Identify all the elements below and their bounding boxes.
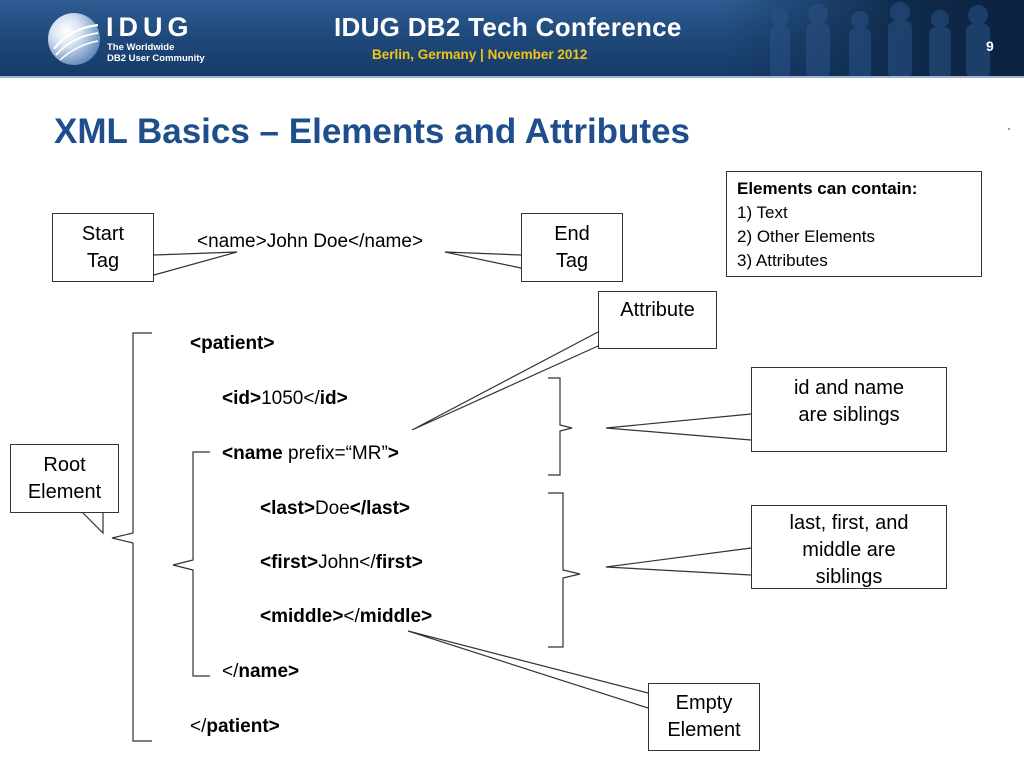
id-name-siblings-line-2: are siblings [798, 404, 900, 426]
last-open-tag: <last> [260, 498, 315, 519]
id-name-sibling-brace [548, 377, 573, 476]
empty-element-label-line-1: Empty [675, 692, 733, 714]
contain-heading: Elements can contain: [737, 179, 918, 198]
xml-patient-close-line: </patient> [190, 716, 280, 738]
id-name-siblings-line-1: id and name [793, 377, 905, 399]
empty-element-callout: Empty Element [648, 683, 760, 751]
child-siblings-line-2: middle are [802, 539, 896, 561]
name-element-example: <name>John Doe</name> [197, 231, 424, 252]
end-tag-label-line-1: End [554, 223, 590, 245]
id-value: 1050 [261, 388, 304, 409]
first-close-tag: first> [375, 552, 423, 573]
root-element-callout: Root Element [10, 444, 119, 513]
logo-subtitle-line-1: The Worldwide [107, 42, 175, 53]
end-tag-pointer [444, 251, 522, 269]
empty-element-pointer [407, 630, 649, 709]
start-tag-label-line-1: Start [81, 223, 125, 245]
idug-globe-logo-icon [48, 13, 100, 65]
name-close-tag: name> [238, 661, 300, 682]
name-element-brace [172, 451, 210, 677]
start-tag-callout: Start Tag [52, 213, 154, 282]
first-close-lt: </ [359, 552, 376, 573]
start-tag-pointer [153, 251, 238, 276]
name-close-lt: </ [222, 661, 239, 682]
root-element-pointer [81, 511, 104, 535]
conference-title: IDUG DB2 Tech Conference [334, 12, 682, 42]
attribute-pointer [411, 331, 599, 431]
middle-close-lt: </ [343, 606, 360, 627]
root-element-brace [111, 332, 152, 742]
id-close-tag: id> [319, 388, 348, 409]
name-open-gt: > [387, 443, 399, 464]
name-open-tag: <name [222, 443, 283, 464]
child-siblings-line-1: last, first, and [789, 512, 909, 534]
id-close-lt: </ [303, 388, 320, 409]
banner-divider [0, 76, 1024, 78]
slide-title: XML Basics – Elements and Attributes [54, 112, 691, 151]
start-tag-label-line-2: Tag [86, 250, 120, 272]
root-element-label-line-2: Element [27, 481, 102, 503]
xml-name-close-line: </name> [222, 661, 299, 683]
patient-open-tag: <patient> [190, 333, 275, 354]
end-tag-label-line-2: Tag [555, 250, 589, 272]
id-name-pointer [605, 413, 752, 441]
last-value: Doe [314, 498, 350, 519]
middle-close-tag: middle> [359, 606, 433, 627]
last-close-lt: </ [349, 498, 367, 519]
xml-first-line: <first>John</first> [260, 552, 423, 574]
title-dot [1008, 128, 1010, 130]
xml-patient-open: <patient> [190, 333, 274, 355]
contain-item: 1) Text [737, 203, 788, 222]
conference-banner: IDUG The Worldwide DB2 User Community ID… [0, 0, 1024, 78]
child-siblings-line-3: siblings [815, 566, 883, 588]
attribute-label: Attribute [620, 299, 695, 321]
name-prefix-attribute: prefix=“MR” [282, 443, 388, 464]
logo-subtitle-line-2: DB2 User Community [107, 53, 205, 64]
empty-element-label-line-2: Element [667, 719, 741, 741]
crowd-silhouette-graphic [770, 2, 990, 78]
page-number: 9 [986, 38, 994, 54]
first-value: John [318, 552, 360, 573]
elements-can-contain-box: Elements can contain: 1) Text 2) Other E… [726, 171, 982, 277]
xml-name-open-line: <name prefix=“MR”> [222, 443, 399, 465]
patient-close-lt: </ [190, 716, 207, 737]
first-open-tag: <first> [260, 552, 319, 573]
middle-open-tag: <middle> [260, 606, 344, 627]
end-tag-callout: End Tag [521, 213, 623, 282]
xml-middle-line: <middle></middle> [260, 606, 432, 628]
root-element-label-line-1: Root [43, 454, 86, 476]
xml-last-line: <last>Doe</last> [260, 498, 410, 520]
xml-id-line: <id>1050</id> [222, 388, 348, 410]
contain-item: 2) Other Elements [737, 227, 875, 246]
contain-item: 3) Attributes [737, 251, 828, 270]
last-close-tag: last> [366, 498, 411, 519]
attribute-callout: Attribute [598, 291, 717, 349]
child-sibling-brace [548, 492, 581, 648]
child-sibling-pointer [605, 547, 752, 576]
logo-text: IDUG [106, 12, 194, 42]
id-name-siblings-callout: id and name are siblings [751, 367, 947, 452]
logo-subtitle: The Worldwide DB2 User Community [107, 42, 205, 64]
child-siblings-callout: last, first, and middle are siblings [751, 505, 947, 589]
id-open-tag: <id> [222, 388, 262, 409]
conference-subtitle: Berlin, Germany | November 2012 [372, 47, 588, 62]
patient-close-tag: patient> [206, 716, 280, 737]
